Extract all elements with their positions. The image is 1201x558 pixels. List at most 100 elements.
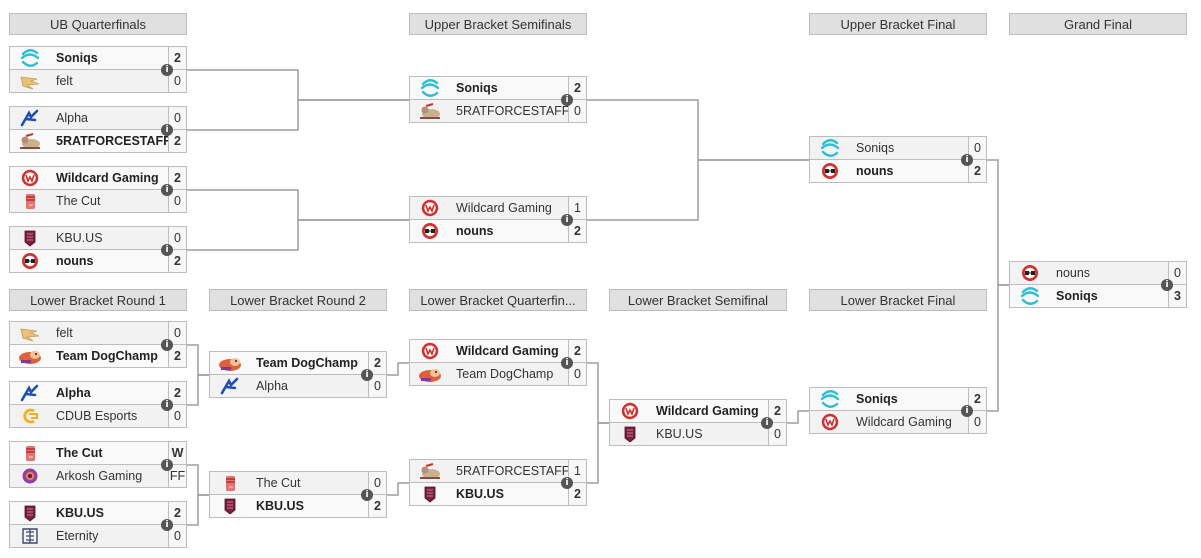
5ratforcestaff-logo-icon: [17, 131, 43, 151]
team-name: Wildcard Gaming: [456, 201, 552, 215]
team-score: 0: [168, 405, 186, 427]
dogchamp-logo-icon: [217, 353, 243, 373]
match-info-icon[interactable]: i: [161, 519, 173, 531]
soniqs-logo-icon: [17, 48, 43, 68]
match-info-icon[interactable]: i: [561, 357, 573, 369]
team-row[interactable]: felt 0: [9, 321, 187, 345]
connector-ubqf1-ubsf1: [187, 69, 409, 101]
match-info-icon[interactable]: i: [561, 477, 573, 489]
round-header-ubqf: UB Quarterfinals: [9, 13, 187, 35]
connector-lbr2a-lbqf1: [387, 362, 409, 376]
team-score: 2: [368, 495, 386, 517]
nouns-logo-icon: [17, 251, 43, 271]
team-score: 2: [768, 400, 786, 422]
team-name: Wildcard Gaming: [56, 171, 159, 185]
match-info-icon[interactable]: i: [161, 64, 173, 76]
match-info-icon[interactable]: i: [961, 405, 973, 417]
team-score: 2: [568, 77, 586, 99]
match-info-icon[interactable]: i: [161, 184, 173, 196]
match-info-icon[interactable]: i: [961, 154, 973, 166]
team-name: nouns: [56, 254, 94, 268]
team-name: Wildcard Gaming: [856, 415, 952, 429]
match-info-icon[interactable]: i: [161, 244, 173, 256]
team-score: 2: [168, 130, 186, 152]
team-name: KBU.US: [456, 487, 504, 501]
team-score: 2: [368, 352, 386, 374]
team-score: 2: [968, 160, 986, 182]
round-header-lbr2: Lower Bracket Round 2: [209, 289, 387, 311]
connector-lbr1a-lbr2a: [187, 344, 209, 376]
match-info-icon[interactable]: i: [161, 339, 173, 351]
alpha-logo-icon: [17, 108, 43, 128]
team-score: 0: [368, 375, 386, 397]
wildcard-logo-icon: [417, 198, 443, 218]
connector-ubqf3-ubsf2: [187, 189, 409, 221]
round-header-gf: Grand Final: [1009, 13, 1187, 35]
match-info-icon[interactable]: i: [561, 94, 573, 106]
team-name: Soniqs: [56, 51, 98, 65]
team-row[interactable]: KBU.US 2: [409, 482, 587, 506]
team-score: 0: [168, 322, 186, 344]
team-name: Eternity: [56, 529, 99, 543]
connector-lbf1-gf1: [987, 284, 1009, 412]
team-name: felt: [56, 326, 73, 340]
team-score: 0: [768, 423, 786, 445]
match-info-icon[interactable]: i: [361, 369, 373, 381]
match-info-icon[interactable]: i: [1161, 279, 1173, 291]
team-name: Soniqs: [856, 141, 895, 155]
match-info-icon[interactable]: i: [161, 459, 173, 471]
team-name: 5RATFORCESTAFF: [456, 464, 570, 478]
connector-lbr1c-lbr2b: [187, 464, 209, 496]
team-name: Team DogChamp: [56, 349, 158, 363]
match-info-icon[interactable]: i: [561, 214, 573, 226]
match-info-icon[interactable]: i: [161, 124, 173, 136]
team-row[interactable]: Soniqs 2: [9, 46, 187, 70]
match-info-icon[interactable]: i: [361, 489, 373, 501]
team-name: KBU.US: [56, 506, 104, 520]
team-score: 2: [168, 47, 186, 69]
match-info-icon[interactable]: i: [161, 399, 173, 411]
match-info-icon[interactable]: i: [761, 417, 773, 429]
team-score: 2: [568, 483, 586, 505]
kbu-logo-icon: [17, 228, 43, 248]
